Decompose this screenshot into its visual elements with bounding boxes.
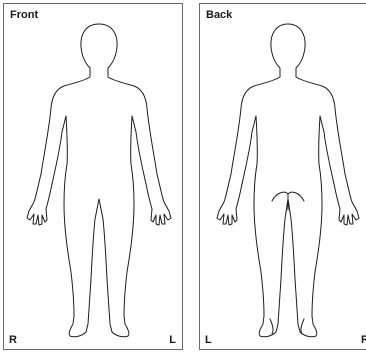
front-body-outline: [4, 4, 182, 349]
front-right-side-marker: R: [9, 335, 17, 346]
back-body-outline: [200, 4, 366, 349]
back-left-side-marker: L: [205, 335, 212, 346]
front-view-panel: Front R L: [3, 3, 183, 350]
buttocks-crease: [272, 192, 304, 210]
back-right-side-marker: R: [361, 335, 366, 346]
back-body-silhouette: [217, 24, 359, 337]
back-view-panel: Back L R: [199, 3, 366, 350]
front-body-silhouette: [27, 24, 171, 337]
front-left-side-marker: L: [169, 335, 176, 346]
